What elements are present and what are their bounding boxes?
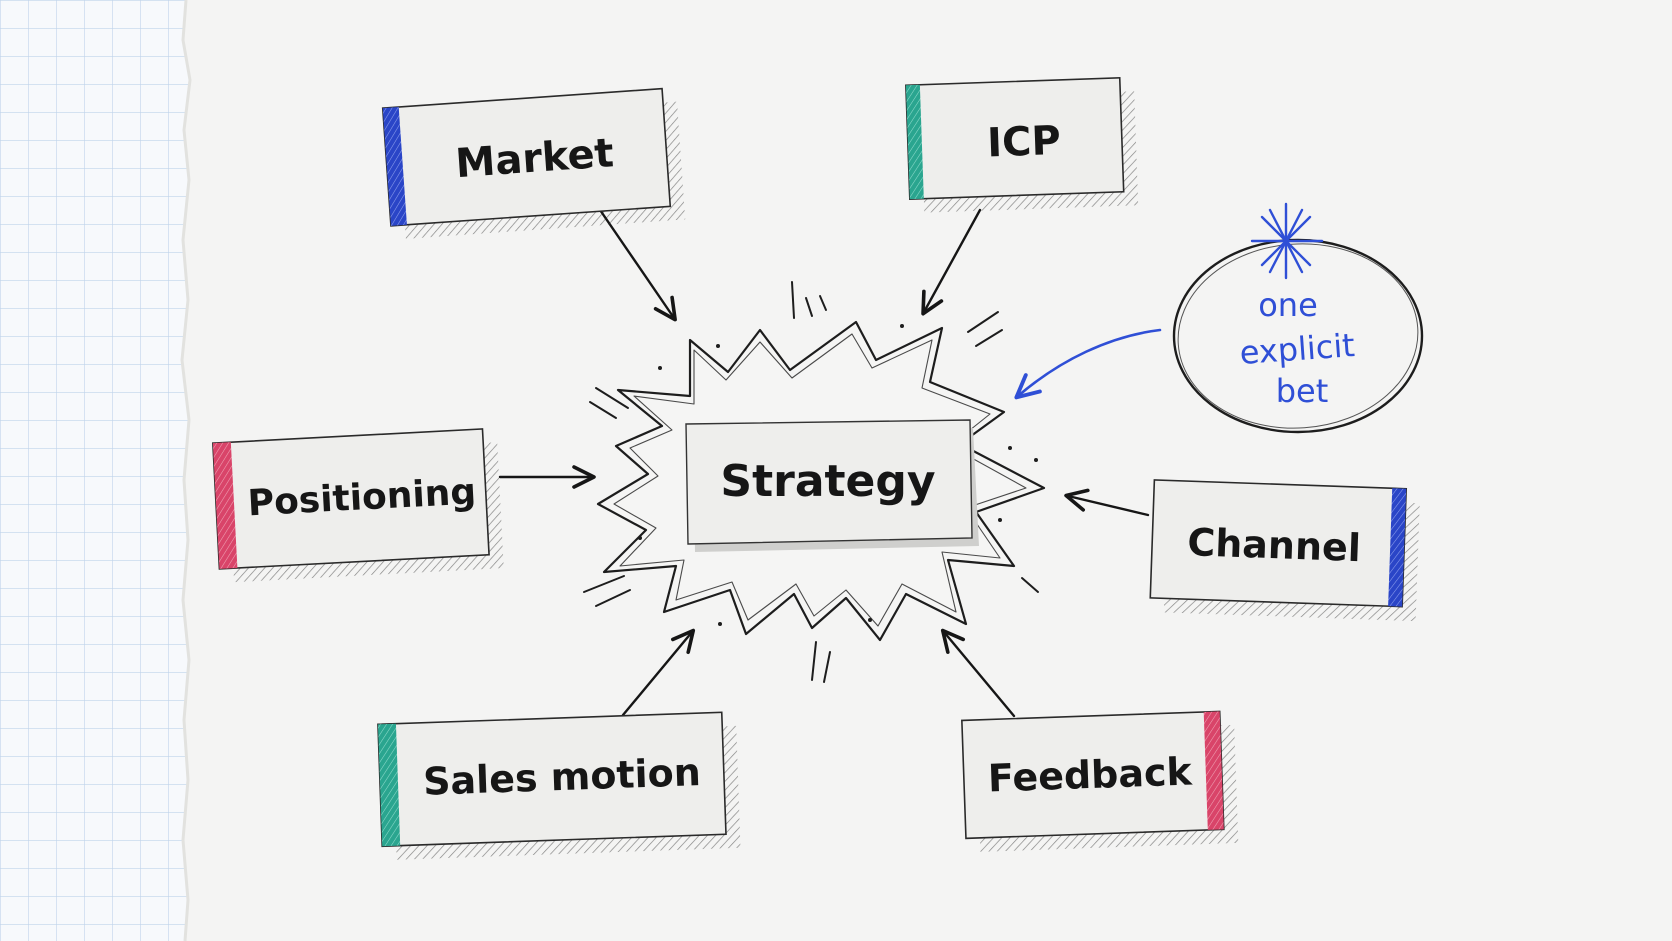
annotation-line-2: explicit: [1238, 326, 1356, 372]
arrow-market-to-strategy: [596, 205, 677, 322]
icp-label: ICP: [986, 118, 1061, 167]
annotation-arrow: [1014, 328, 1162, 400]
grid-paper-strip: [0, 0, 192, 941]
node-sales-motion: Sales motion: [377, 711, 741, 860]
annotation-line-1: one: [1258, 286, 1318, 324]
sales-motion-label: Sales motion: [422, 750, 701, 804]
strategy-card: Strategy: [685, 419, 979, 552]
feedback-label: Feedback: [987, 749, 1193, 800]
channel-accent-strip: [1388, 488, 1407, 607]
node-icp: ICP: [905, 76, 1139, 213]
sales-motion-accent-strip: [377, 723, 401, 847]
market-label: Market: [454, 130, 615, 187]
connector-arrows: [498, 205, 1150, 718]
arrow-feedback-to-strategy: [940, 628, 1016, 718]
node-channel: Channel: [1149, 479, 1420, 622]
icp-accent-strip: [905, 84, 924, 200]
sparkle-icon: [1250, 202, 1324, 280]
node-positioning: Positioning: [211, 428, 504, 583]
annotation: one explicit bet: [1014, 202, 1424, 434]
positioning-accent-strip: [212, 442, 238, 569]
feedback-accent-strip: [1203, 711, 1224, 830]
node-market: Market: [381, 87, 686, 239]
market-accent-strip: [382, 107, 407, 226]
annotation-line-3: bet: [1276, 372, 1329, 410]
arrow-sales-motion-to-strategy: [621, 628, 696, 717]
arrow-icp-to-strategy: [921, 208, 982, 316]
strategy-label: Strategy: [720, 456, 935, 507]
arrow-channel-to-strategy: [1064, 488, 1150, 517]
node-feedback: Feedback: [961, 710, 1239, 852]
channel-label: Channel: [1187, 520, 1362, 570]
